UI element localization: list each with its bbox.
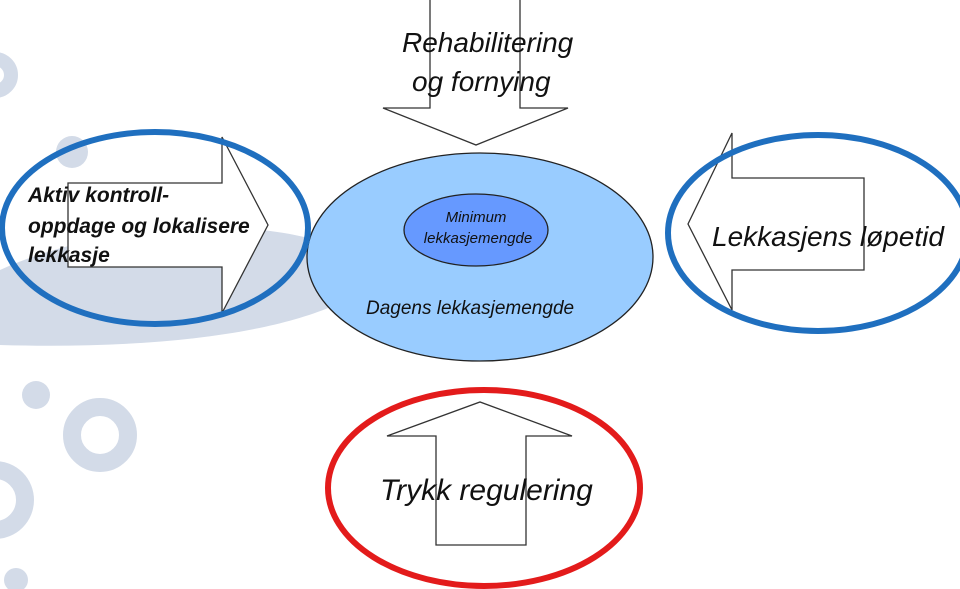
left-arrow-label-line2: oppdage og lokalisere xyxy=(28,215,250,238)
bottom-arrow-label: Trykk regulering xyxy=(380,474,593,507)
top-arrow xyxy=(382,0,569,146)
right-highlight-ellipse xyxy=(665,132,960,334)
background-dot xyxy=(22,381,50,409)
background-ring xyxy=(63,398,137,472)
right-arrow xyxy=(687,132,865,311)
left-arrow xyxy=(67,136,269,314)
left-highlight-ellipse xyxy=(0,129,311,327)
background-ring xyxy=(0,461,34,539)
minimum-leakage-ellipse xyxy=(403,193,549,267)
minimum-leakage-label-line2: lekkasjemengde xyxy=(424,230,532,247)
bottom-highlight-ellipse xyxy=(325,387,643,589)
top-arrow-label-line1: Rehabilitering xyxy=(402,27,574,58)
background-ring xyxy=(65,260,135,330)
background-dot xyxy=(4,568,28,589)
right-arrow-label: Lekkasjens løpetid xyxy=(712,221,945,252)
left-arrow-label-line1: Aktiv kontroll- xyxy=(27,184,169,207)
minimum-leakage-label-line1: Minimum xyxy=(446,209,507,226)
current-leakage-label: Dagens lekkasjemengde xyxy=(366,298,574,319)
bottom-arrow xyxy=(386,401,573,546)
left-arrow-label-line3: lekkasje xyxy=(28,244,110,267)
top-arrow-label-line2: og fornying xyxy=(412,66,551,97)
background-ring xyxy=(0,52,18,98)
